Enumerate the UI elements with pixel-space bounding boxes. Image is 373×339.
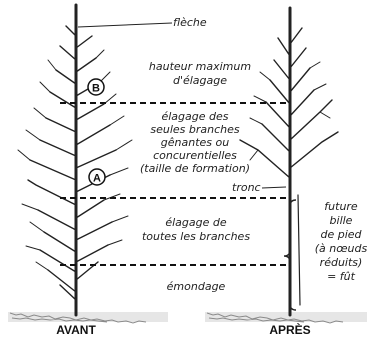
label-emondage: émondage — [167, 280, 226, 293]
ground-left — [8, 312, 168, 323]
marker-a: A — [89, 169, 105, 185]
caption-avant: AVANT — [56, 323, 96, 337]
label-hauteur-2: d'élagage — [173, 74, 227, 87]
label-genantes-3: gênantes ou — [161, 136, 229, 149]
label-genantes-4: concurentielles — [153, 149, 237, 162]
marker-b: B — [88, 79, 104, 95]
label-bille-1: future — [324, 200, 358, 213]
label-fleche: flèche — [173, 16, 207, 29]
tronc-leader — [262, 187, 286, 188]
label-genantes-1: élagage des — [161, 110, 228, 123]
caption-apres: APRÈS — [269, 322, 310, 337]
tree-before — [18, 5, 132, 315]
label-bille-5: réduits) — [320, 256, 363, 269]
marker-b-label: B — [92, 83, 100, 95]
label-genantes-2: seules branches — [150, 123, 240, 136]
label-bille-4: (à nœuds — [315, 242, 368, 255]
marker-a-label: A — [93, 173, 101, 185]
ground-right — [205, 312, 367, 323]
label-tronc: tronc — [232, 181, 261, 194]
label-bille-2: bille — [330, 214, 353, 227]
fleche-leader — [78, 23, 172, 27]
label-bille-6: = fût — [327, 270, 356, 283]
label-genantes-5: (taille de formation) — [140, 162, 250, 175]
label-toutes-1: élagage de — [165, 216, 227, 229]
label-hauteur-1: hauteur maximum — [149, 60, 251, 73]
label-bille-3: de pied — [320, 228, 362, 241]
label-toutes-2: toutes les branches — [142, 230, 250, 243]
bille-bracket-line — [298, 195, 300, 305]
